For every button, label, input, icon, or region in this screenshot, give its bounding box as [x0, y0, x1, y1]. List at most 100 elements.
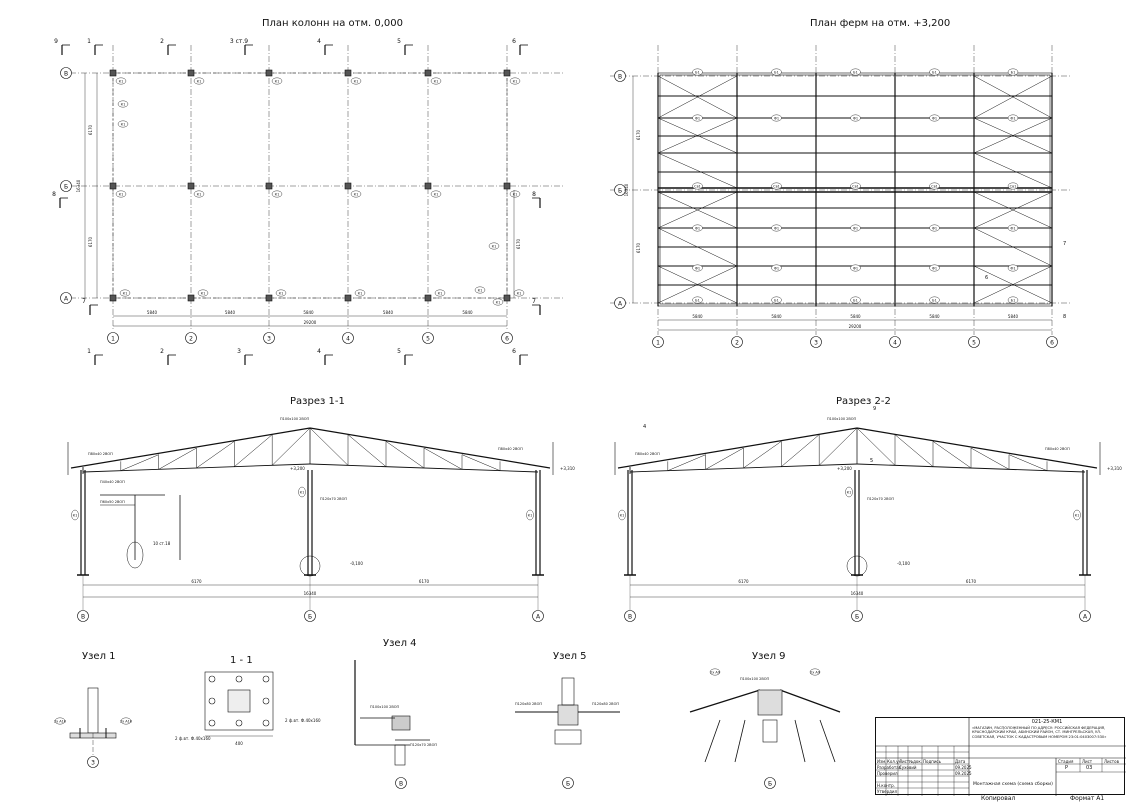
stamp-h-list: Лист [899, 759, 910, 764]
mark-label: Св1 [931, 185, 938, 189]
truss-axis-bubble-6 [1046, 336, 1058, 348]
mark-label: Ф1 [695, 227, 700, 231]
column-square [424, 182, 432, 190]
node9-chord-r [779, 689, 841, 713]
node9-joint [757, 689, 783, 716]
stamp-sheets-label: Листов [1104, 759, 1119, 764]
section-label: 7 [532, 298, 536, 305]
pipe-label: П80х40 2ВОП [635, 452, 660, 456]
section-label: 5 [397, 38, 401, 45]
mark-label: К1 [197, 193, 202, 197]
mark-label: 2х А10 [120, 720, 132, 724]
truss-axis-bubble-5-label: 5 [972, 339, 976, 346]
anchors-label-a: 2 ф.вт. Ф.40х160 [175, 736, 211, 741]
mark-label: Ф1 [853, 227, 858, 231]
truss-dim-span: 5840 [929, 314, 940, 319]
mark-label: К1 [434, 193, 439, 197]
column-square [424, 69, 432, 77]
detail-circle [846, 555, 868, 577]
section-label: 3 [237, 348, 241, 355]
stamp-h-date: Дата [955, 759, 966, 764]
brace [657, 117, 738, 154]
mark-label: Б1 [1011, 299, 1016, 303]
canopy-pipe-label: П40х40 2ВОП [100, 480, 125, 484]
mark-bubble [850, 224, 861, 232]
section-label: 5 [397, 348, 401, 355]
brace [973, 117, 1053, 154]
node-9-title: Узел 9 [752, 651, 786, 662]
cut-dim-val: 400 [235, 741, 243, 746]
section-elev-top: +3,310 [1107, 466, 1122, 471]
mark-label: Св1 [1010, 185, 1017, 189]
stamp-code: 021-25-КМ1 [1031, 719, 1063, 725]
stamp-h-kol: Кол.уч [887, 759, 901, 764]
column-square [503, 294, 511, 302]
node-1-title: Узел 1 [82, 651, 116, 662]
mark-label: К1 [513, 80, 518, 84]
axis-bubble-bottom-3-label: 3 [267, 335, 271, 342]
section-axis-label: Б [855, 614, 859, 621]
column-square [265, 69, 273, 77]
mark-label: Ф1 [774, 227, 779, 231]
mark-label: К1 [492, 245, 497, 249]
column-square [344, 69, 352, 77]
truss-dim-span: 5840 [850, 314, 861, 319]
truss-dim-half-2: 6170 [636, 242, 641, 253]
canopy-pipe-label-2: П60х50 2ВОП [100, 500, 125, 504]
mark-label: 2х А9 [810, 671, 820, 675]
node5-top [561, 677, 575, 706]
mark-bubble [771, 296, 782, 304]
mark-label: Ф1 [774, 117, 779, 121]
mark-bubble [692, 264, 703, 272]
truss-axis-bubble-1 [652, 336, 664, 348]
cut-plate [204, 671, 274, 731]
node-ref-8: 8 [1063, 314, 1066, 320]
axis-bubble-left-А-label: А [64, 295, 69, 302]
node-ref-4: 4 [643, 424, 646, 430]
web-diagonal [385, 441, 425, 469]
footer-copied: Копировал [981, 795, 1016, 802]
section-elev: +3,200 [290, 466, 305, 471]
web-diagonal [970, 447, 1010, 470]
stamp-h-izm: Изм. [877, 759, 887, 764]
section-label: 9 [54, 38, 58, 45]
mark-label: К1 [201, 292, 206, 296]
mark-bubble [929, 114, 940, 122]
mark-bubble [929, 296, 940, 304]
section-label: 8 [532, 191, 536, 198]
column-mark-label: К1 [73, 514, 78, 518]
truss-dim-total: 16340 [624, 183, 629, 196]
bolt-hole [262, 675, 270, 683]
web-diagonal [423, 447, 463, 470]
node5-plate [554, 729, 582, 745]
mark-label: Б1 [695, 71, 700, 75]
column-square [265, 182, 273, 190]
brace [973, 191, 1053, 229]
truss-axis-bubble-3 [810, 336, 822, 348]
mark-bubble [850, 68, 861, 76]
node5-axis-bubble-label: Б [566, 780, 570, 787]
mark-label: 2х А10 [54, 720, 66, 724]
column-mark [71, 509, 79, 521]
web-diagonal [120, 454, 159, 471]
mark-bubble [509, 190, 521, 198]
web-diagonal [461, 454, 501, 471]
stamp-project-desc: «МАГАЗИН, РАСПОЛОЖЕННЫЙ ПО АДРЕСУ: РОССИ… [972, 726, 1107, 739]
stamp-date-2: 09.2025 [955, 771, 972, 776]
mark-bubble [509, 77, 521, 85]
stamp-role-check: Проверил [877, 771, 898, 776]
web-diagonal [234, 434, 273, 467]
truss-axis-bubble-2 [731, 336, 743, 348]
title-block-grid [876, 718, 1126, 796]
pipe-label: П100х100 2ВОП [827, 417, 857, 421]
web-diagonal [932, 441, 972, 469]
mark-bubble [771, 114, 782, 122]
dim-half-2: 6170 [88, 236, 93, 247]
axis-bubble-left-Б-label: Б [64, 183, 68, 190]
node4-axis-bubble-label: В [399, 780, 403, 787]
node9-chord-l [689, 689, 761, 713]
mark-label: Св1 [694, 185, 701, 189]
mark-bubble [474, 286, 486, 294]
